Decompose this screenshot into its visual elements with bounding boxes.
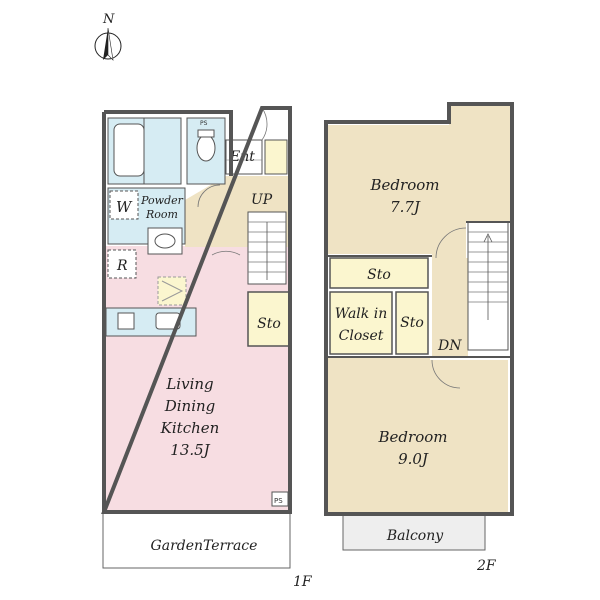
north-compass-icon (94, 27, 122, 61)
garden-terrace-label: GardenTerrace (151, 538, 258, 554)
walk-in-label-2: Closet (339, 328, 384, 344)
pipe-space-top-label: PS (200, 120, 208, 127)
washer-space (109, 190, 139, 220)
floor2-level-label: 2F (476, 558, 497, 574)
bedroom-2-floor (326, 358, 508, 512)
hall-2f (432, 258, 468, 358)
ldk-label-2: Dining (164, 397, 216, 415)
refrigerator-label: R (116, 258, 128, 274)
bedroom-1-size: 7.7J (390, 198, 421, 216)
bedroom-2-label: Bedroom (378, 428, 448, 446)
floor2-outer-wall (324, 102, 514, 516)
shoe-storage (264, 139, 288, 175)
storage-2f-small (395, 291, 429, 355)
entry-door-swing (261, 107, 268, 141)
floor1-outer-wall (101, 106, 292, 514)
stove-icon (117, 312, 135, 330)
balcony-label: Balcony (386, 528, 444, 544)
bathtub-icon (113, 123, 145, 177)
storage-2f-top (329, 257, 429, 289)
ldk-floor (106, 246, 290, 510)
walk-in-label-1: Walk in (335, 306, 387, 322)
ldk-label-1: Living (165, 375, 213, 393)
ldk-size-label: 13.5J (170, 441, 210, 459)
stairs-down-label: DN (437, 338, 462, 354)
powder-room-label-1: Powder (140, 194, 184, 207)
storage-2f-top-label: Sto (367, 267, 391, 283)
floor1-level-label: 1F (293, 574, 313, 590)
north-label: N (102, 12, 115, 27)
washer-label: W (116, 198, 133, 216)
bedroom-1-label: Bedroom (370, 176, 440, 194)
powder-room-label-2: Room (145, 208, 178, 221)
bedroom-2-size: 9.0J (398, 450, 429, 468)
storage-1f (247, 291, 291, 347)
refrigerator-space (107, 249, 137, 279)
garden-terrace-area (102, 511, 291, 569)
storage-1f-label: Sto (257, 316, 281, 332)
walk-in-closet (329, 291, 393, 355)
toilet-icon (196, 134, 216, 162)
storage-2f-small-label: Sto (400, 315, 424, 331)
bedroom-1-floor (326, 106, 510, 258)
ldk-label-3: Kitchen (160, 419, 220, 437)
balcony-area (342, 513, 486, 551)
pipe-space-bottom-label: PS (274, 497, 283, 505)
stairs-up-label: UP (251, 192, 273, 208)
